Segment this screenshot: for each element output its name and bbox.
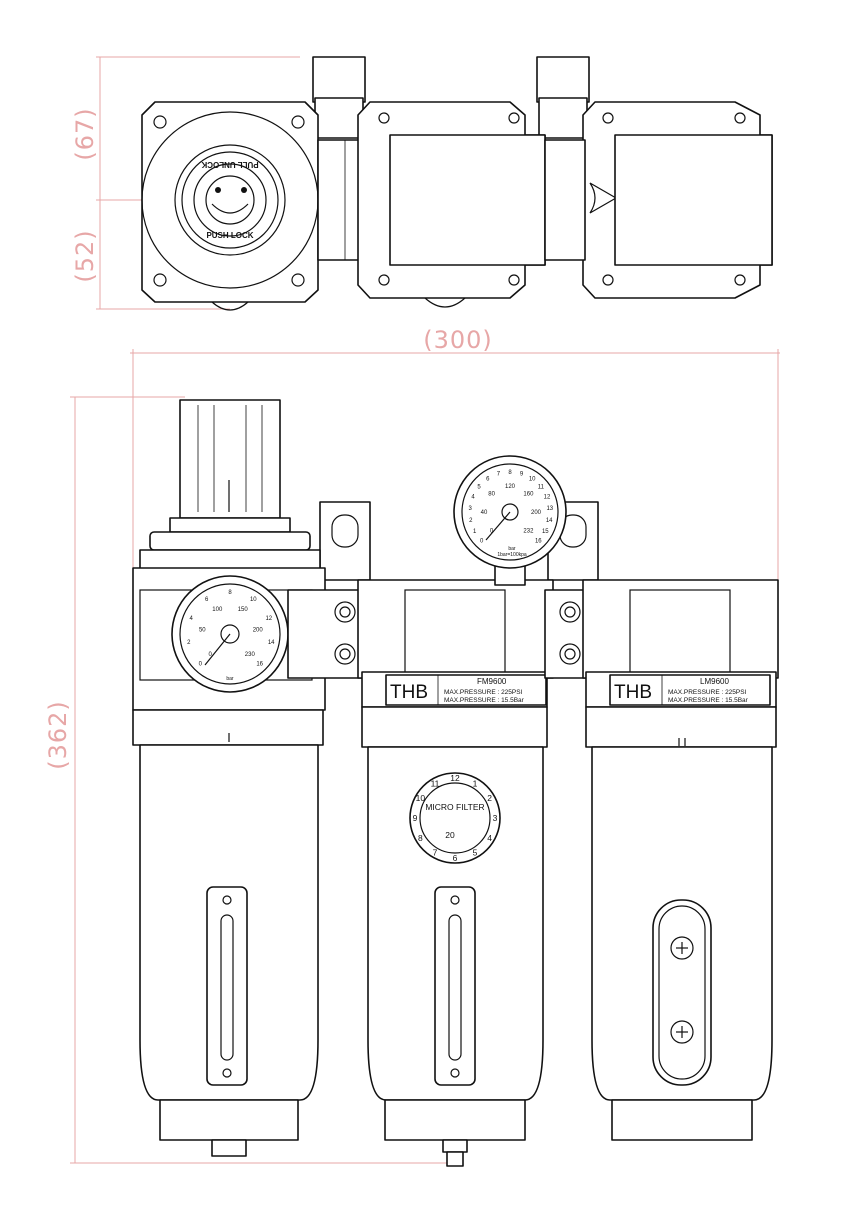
front-view: bar THB FM9600 MAX.PRESSURE : 225PSI MAX… [132,399,779,1167]
reg-gauge-tick-label: 0 [209,652,213,658]
filter-unit: THB FM9600 MAX.PRESSURE : 225PSI MAX.PRE… [357,579,554,1167]
top-gauge-tick-label: 160 [523,492,534,498]
top-gauge-tick-label: 5 [477,485,481,491]
reg-gauge-tick-label: 10 [250,597,257,603]
filter-dial-number: 7 [433,848,438,858]
reg-gauge-tick-label: 230 [245,652,256,658]
reg-gauge-tick-label: 14 [268,640,275,646]
top-gauge-tick-label: 8 [508,470,512,476]
filter-dial-number: 3 [493,813,498,823]
filter-spec-2: MAX.PRESSURE : 15.5Bar [444,697,525,704]
top-gauge-tick-label: 6 [486,477,490,483]
regulator-unit: bar [132,399,326,1157]
filter-dial-number: 5 [473,848,478,858]
reg-gauge-tick-label: 0 [199,662,203,668]
top-gauge-tick-label: 13 [546,506,553,512]
top-gauge-tick-label: 232 [523,528,534,534]
knob-bottom-text: PUSH LOCK [206,231,253,240]
top-gauge-sub: 1bar=100kpa [497,552,527,558]
reg-gauge-tick-label: 150 [238,607,249,613]
top-gauge-tick-label: 7 [497,472,501,478]
filter-dial-number: 12 [450,773,460,783]
filter-dial-number: 9 [413,813,418,823]
filter-dial-number: 10 [416,793,426,803]
filter-dial-number: 2 [487,793,492,803]
reg-gauge-tick-label: 100 [212,607,223,613]
top-gauge-tick-label: 80 [488,492,495,498]
top-gauge-unit: bar [508,546,516,552]
top-gauge-tick-label: 2 [469,518,473,524]
lubricator-brand: THB [614,682,652,703]
filter-dial-number: 8 [418,833,423,843]
reg-gauge-tick-label: 4 [190,616,194,622]
lubricator-model: LM9600 [700,677,729,686]
reg-gauge-tick-label: 6 [205,597,209,603]
dim-52: (52) [71,229,99,282]
filter-model: FM9600 [477,677,507,686]
filter-dial-number: 1 [473,778,478,788]
top-gauge-tick-label: 10 [529,477,536,483]
filter-spec-1: MAX.PRESSURE : 225PSI [444,689,523,696]
top-gauge-tick-label: 40 [481,510,488,516]
filter-brand: THB [390,682,428,703]
lubricator-spec-1: MAX.PRESSURE : 225PSI [668,689,747,696]
knob-top-text: PULL UNLOCK [201,160,258,169]
top-gauge-tick-label: 200 [531,510,542,516]
dim-362: (362) [44,700,72,770]
filter-dial-number: 11 [431,778,440,788]
top-gauge-tick-label: 1 [473,529,477,535]
top-gauge-tick-label: 120 [505,484,516,490]
top-gauge-tick-label: 11 [538,485,545,491]
dim-300: (300) [423,326,493,354]
dim-67: (67) [71,107,99,160]
lubricator-spec-2: MAX.PRESSURE : 15.5Bar [668,697,749,704]
top-gauge-tick-label: 16 [535,538,542,544]
reg-gauge-tick-label: 16 [256,662,263,668]
reg-gauge-tick-label: 50 [199,628,206,634]
top-gauge-tick-label: 15 [542,529,549,535]
filter-dial-number: 6 [453,853,458,863]
top-view: PULL UNLOCK PUSH LOCK [141,56,773,311]
dimension-lines [70,56,780,1164]
lubricator-unit: THB LM9600 MAX.PRESSURE : 225PSI MAX.PRE… [582,579,779,1141]
top-gauge-tick-label: 0 [480,538,484,544]
filter-dial-number: 4 [487,833,492,843]
top-gauge-tick-label: 0 [490,528,494,534]
reg-gauge-tick-label: 2 [187,640,191,646]
micro-filter-value: 20 [445,830,455,840]
reg-gauge-tick-label: 200 [253,628,264,634]
top-gauge-tick-label: 12 [544,495,551,501]
top-gauge-tick-label: 14 [546,518,553,524]
top-gauge-tick-label: 4 [471,495,475,501]
micro-filter-label: MICRO FILTER [425,802,484,812]
top-gauge-tick-label: 9 [520,472,524,478]
reg-gauge-tick: 0 2 4 6 8 10 12 14 16 0 50 100 150 200 230 [187,590,275,668]
reg-gauge-tick-label: 8 [228,590,232,596]
top-gauge-tick-label: 3 [469,506,473,512]
reg-gauge-unit: bar [226,676,234,682]
reg-gauge-tick-label: 12 [265,616,272,622]
